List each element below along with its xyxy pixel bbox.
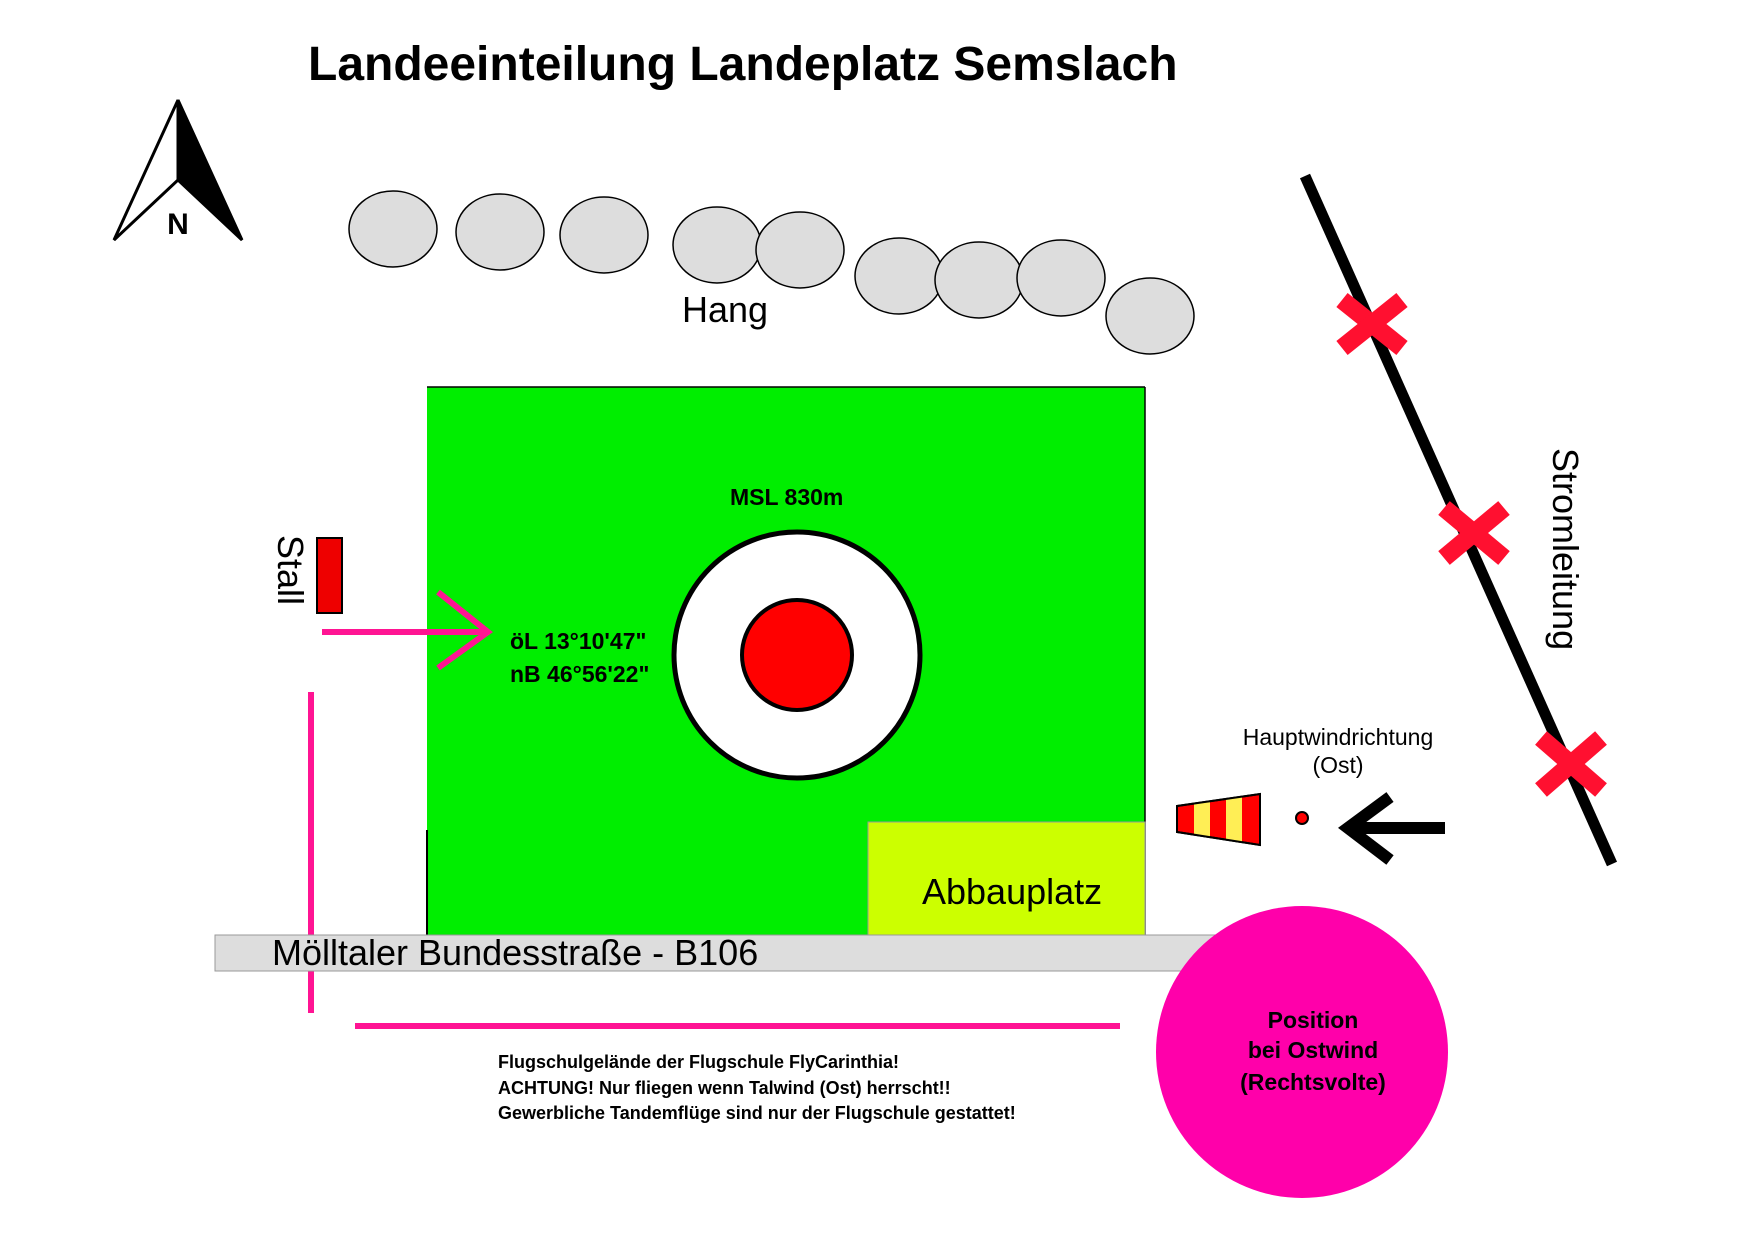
bush <box>755 211 845 289</box>
north-arrow-icon: N <box>112 99 244 242</box>
msl-label: MSL 830m <box>730 484 843 510</box>
note-line-3: Gewerbliche Tandemflüge sind nur der Flu… <box>498 1103 1016 1123</box>
position-label-line1: Position <box>1268 1007 1359 1033</box>
road-b106 <box>214 934 1216 972</box>
latitude-label: nB 46°56'22" <box>510 661 649 687</box>
position-label-line2: bei Ostwind <box>1248 1037 1378 1063</box>
stall-label: Stall <box>270 535 311 605</box>
slope-bushes <box>348 190 1195 355</box>
bush <box>1016 239 1106 317</box>
wind-label-line2: (Ost) <box>1312 752 1363 778</box>
bush <box>559 196 649 274</box>
bush <box>934 241 1024 319</box>
abbauplatz-area <box>867 821 1146 936</box>
landing-target-center <box>740 598 854 712</box>
wind-direction-arrow-icon <box>1337 792 1445 865</box>
bush <box>854 237 944 315</box>
position-label-line3: (Rechtsvolte) <box>1240 1069 1386 1095</box>
power-line-marker-icon <box>1535 731 1607 797</box>
power-line-marker-icon <box>1336 292 1408 356</box>
road-label: Mölltaler Bundesstraße - B106 <box>272 932 758 973</box>
wind-label-line1: Hauptwindrichtung <box>1243 724 1434 750</box>
bush <box>672 206 762 284</box>
stromleitung-label: Stromleitung <box>1545 448 1586 650</box>
hang-label: Hang <box>682 289 768 330</box>
power-line-marker-icon <box>1438 501 1510 565</box>
note-line-2: ACHTUNG! Nur fliegen wenn Talwind (Ost) … <box>498 1078 951 1098</box>
abbauplatz-label: Abbauplatz <box>922 871 1102 912</box>
bush <box>348 190 438 268</box>
bush <box>1105 277 1195 355</box>
longitude-label: öL 13°10'47" <box>510 628 646 654</box>
approach-arrow-icon <box>436 589 493 671</box>
windsock-icon <box>1176 792 1309 847</box>
note-line-1: Flugschulgelände der Flugschule FlyCarin… <box>498 1052 899 1072</box>
bush <box>455 193 545 271</box>
north-label: N <box>167 208 189 241</box>
page-title: Landeeinteilung Landeplatz Semslach <box>308 38 1178 91</box>
stall-building <box>316 537 343 614</box>
position-circle <box>1156 906 1448 1198</box>
